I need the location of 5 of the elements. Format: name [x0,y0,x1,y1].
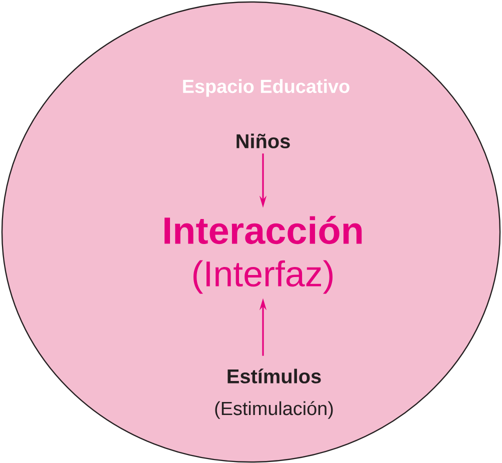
label-text: Estímulos [228,368,321,384]
label-text: (Estimulación) [215,401,333,419]
subheading-text: (Interfaz) [193,260,333,294]
heading-text: Interacción [164,216,362,244]
label-text: Niños [236,134,290,148]
